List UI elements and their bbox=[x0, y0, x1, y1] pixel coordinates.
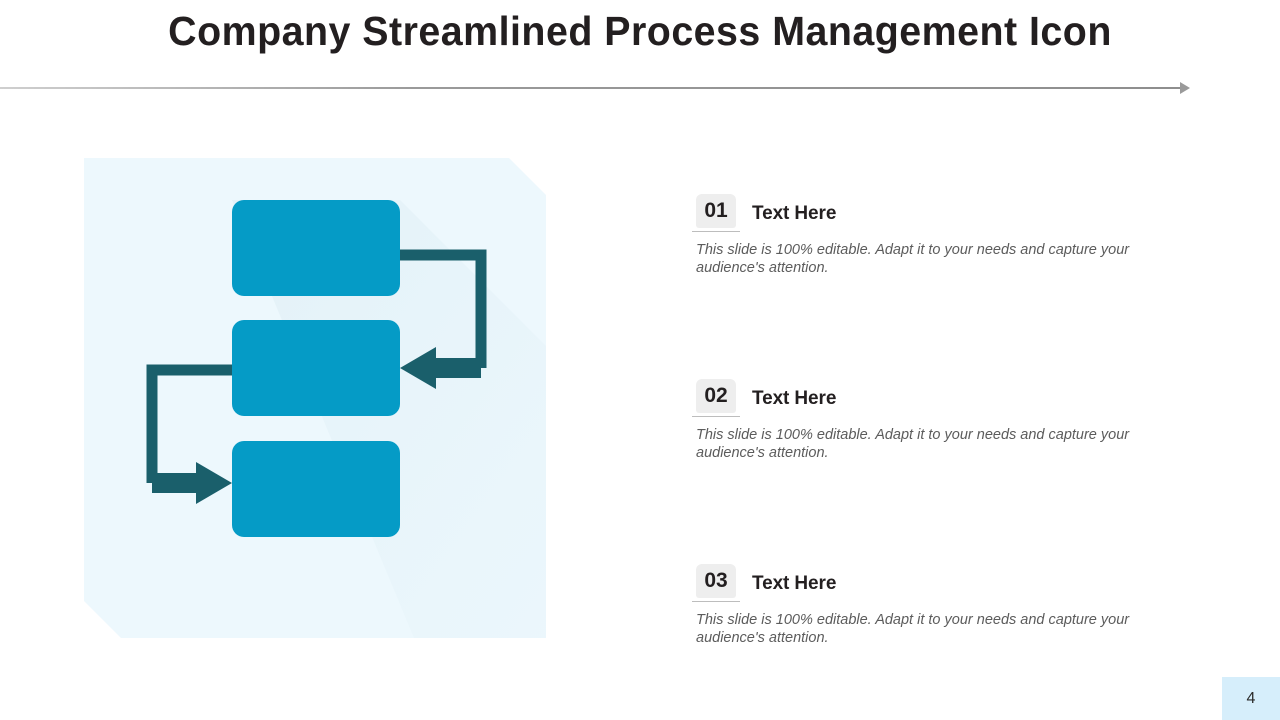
process-box-2 bbox=[232, 320, 400, 416]
process-flow-icon-panel bbox=[84, 158, 546, 638]
header-divider-arrow-icon bbox=[1180, 82, 1190, 94]
icon-long-shadow bbox=[232, 200, 546, 638]
list-item-body: This slide is 100% editable. Adapt it to… bbox=[696, 427, 1130, 461]
arrow-box2-to-box3 bbox=[146, 364, 232, 483]
content-list: 01 Text Here This slide is 100% editable… bbox=[692, 190, 1166, 647]
list-item[interactable]: 01 Text Here This slide is 100% editable… bbox=[692, 190, 1166, 277]
list-item-title: Text Here bbox=[752, 573, 837, 594]
list-item-body: This slide is 100% editable. Adapt it to… bbox=[696, 242, 1130, 276]
process-flow-icon bbox=[146, 200, 546, 638]
list-item-title: Text Here bbox=[752, 203, 837, 224]
status-badge: 01 bbox=[692, 194, 740, 232]
arrow-head-right-icon bbox=[152, 462, 232, 504]
status-badge: 02 bbox=[692, 379, 740, 417]
list-item-header: 01 Text Here bbox=[692, 190, 1166, 232]
list-item[interactable]: 02 Text Here This slide is 100% editable… bbox=[692, 375, 1166, 462]
page-title: Company Streamlined Process Management I… bbox=[168, 8, 1112, 54]
list-item-title: Text Here bbox=[752, 388, 837, 409]
page-number-badge: 4 bbox=[1222, 677, 1280, 720]
arrow-box1-to-box2 bbox=[400, 249, 487, 368]
list-item-header: 03 Text Here bbox=[692, 560, 1166, 602]
list-item-body: This slide is 100% editable. Adapt it to… bbox=[696, 612, 1130, 646]
status-badge: 03 bbox=[692, 564, 740, 602]
list-item[interactable]: 03 Text Here This slide is 100% editable… bbox=[692, 560, 1166, 647]
arrow-head-left-icon bbox=[400, 347, 481, 389]
process-box-3 bbox=[232, 441, 400, 537]
process-box-1 bbox=[232, 200, 400, 296]
list-item-header: 02 Text Here bbox=[692, 375, 1166, 417]
header-divider-line bbox=[0, 87, 1188, 89]
